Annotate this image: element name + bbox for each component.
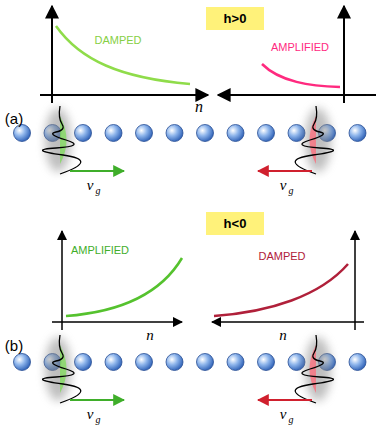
velocity-arrow	[258, 399, 312, 401]
wave-packet	[43, 335, 81, 403]
velocity-subscript: g	[289, 415, 294, 425]
velocity-symbol: v	[87, 407, 94, 422]
curve-label: DAMPED	[94, 35, 141, 46]
velocity-subscript: g	[96, 186, 101, 196]
curve-label: DAMPED	[258, 251, 305, 262]
axis-label: n	[279, 328, 287, 343]
panel-label: (b)	[5, 338, 23, 353]
sign-box: h>0	[206, 7, 264, 30]
sign-label: h>0	[224, 11, 247, 26]
amplified-curve	[262, 64, 340, 87]
panel-label: (a)	[5, 111, 23, 126]
velocity-arrow	[258, 170, 312, 172]
wave-packet	[295, 335, 333, 403]
amplified-curve	[66, 258, 182, 316]
plot-axes	[52, 231, 364, 330]
damped-curve	[56, 26, 190, 84]
wave-packet	[295, 106, 333, 174]
velocity-arrow	[70, 399, 124, 401]
velocity-symbol: v	[280, 407, 287, 422]
velocity-arrow	[70, 170, 124, 172]
velocity-symbol: v	[280, 178, 287, 193]
velocity-subscript: g	[289, 186, 294, 196]
curve-label: AMPLIFIED	[71, 245, 129, 256]
plot-axes	[40, 6, 376, 103]
axis-label: n	[195, 99, 203, 115]
axis-label: n	[146, 328, 154, 343]
curve-label: AMPLIFIED	[271, 42, 329, 53]
velocity-subscript: g	[96, 415, 101, 425]
velocity-symbol: v	[87, 178, 94, 193]
sign-box: h<0	[206, 212, 264, 235]
sign-label: h<0	[224, 216, 247, 231]
wave-packet	[43, 106, 81, 174]
damped-curve	[214, 264, 348, 316]
